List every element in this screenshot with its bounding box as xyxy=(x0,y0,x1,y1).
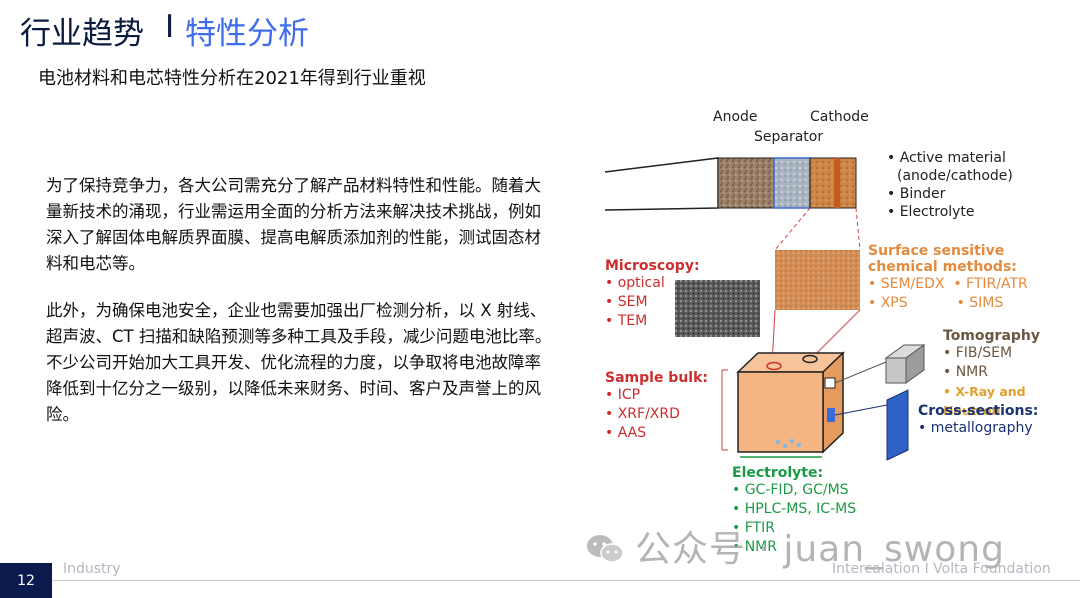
tomography-item: • NMR xyxy=(943,364,988,380)
surface-item: • SEM/EDX • FTIR/ATR xyxy=(868,276,1028,292)
cell-outline xyxy=(604,157,719,211)
microscopy-title: Microscopy: xyxy=(605,258,700,274)
surface-methods-group: Surface sensitive chemical methods: • SE… xyxy=(868,243,1028,313)
page-title: 行业趋势 xyxy=(20,16,144,52)
microscopy-item: • TEM xyxy=(605,313,648,329)
microscopy-item: • SEM xyxy=(605,294,648,310)
body-paragraph-1: 为了保持竞争力，各大公司需充分了解产品材料特性和性能。随着大量新技术的涌现，行业… xyxy=(46,176,541,273)
component-item: (anode/cathode) xyxy=(897,168,1013,184)
page-title-sub: 特性分析 xyxy=(185,16,309,52)
footer-right-text: Intercalation I Volta Foundation xyxy=(832,561,1051,577)
surface-texture-image xyxy=(775,250,860,310)
cathode-label: Cathode xyxy=(810,109,869,125)
page-subtitle: 电池材料和电芯特性分析在2021年得到行业重视 xyxy=(38,68,426,89)
component-item: • Active material xyxy=(887,150,1006,166)
electrolyte-item: • NMR xyxy=(732,539,777,555)
surface-title-1: Surface sensitive xyxy=(868,243,1005,259)
electrolyte-item: • FTIR xyxy=(732,520,775,536)
tomography-item: • FIB/SEM xyxy=(943,345,1013,361)
watermark: 公众号 · juan_swong xyxy=(585,520,1005,572)
battery-analysis-diagram xyxy=(604,157,926,461)
cross-sections-title: Cross-sections: xyxy=(918,403,1039,419)
sample-bulk-item: • AAS xyxy=(605,425,647,441)
footer-divider xyxy=(52,580,1080,581)
body-paragraph-2: 此外，为确保电池安全，企业也需要加强出厂检测分析，以 X 射线、超声波、CT 扫… xyxy=(46,301,552,424)
microscopy-item: • optical xyxy=(605,275,665,291)
footer-left-text: Industry xyxy=(63,561,121,577)
surface-title-2: chemical methods: xyxy=(868,259,1017,275)
component-item: • Binder xyxy=(887,186,946,202)
separator-label: Separator xyxy=(754,129,824,145)
tomography-group: Tomography • FIB/SEM • NMR • X-Ray and N… xyxy=(943,328,1080,420)
cross-sections-item: • metallography xyxy=(918,420,1033,436)
title-separator: I xyxy=(165,9,175,45)
electrolyte-title: Electrolyte: xyxy=(732,465,824,481)
cross-section-slab xyxy=(886,389,909,461)
surface-item: • XPS • SIMS xyxy=(868,295,1004,311)
cathode-layer xyxy=(809,157,857,209)
microscopy-image xyxy=(675,280,760,337)
component-item: • Electrolyte xyxy=(887,204,975,220)
tomography-title: Tomography xyxy=(943,328,1041,344)
microscopy-group: Microscopy: • optical • SEM • TEM xyxy=(605,258,700,331)
wechat-icon xyxy=(585,533,625,565)
separator-layer xyxy=(773,157,811,209)
electrolyte-group: Electrolyte: • GC-FID, GC/MS • HPLC-MS, … xyxy=(732,465,856,557)
tomography-item: • X-Ray and Neutron xyxy=(943,384,1026,418)
watermark-text: 公众号 · juan_swong xyxy=(635,529,1005,570)
electrolyte-item: • GC-FID, GC/MS xyxy=(732,482,849,498)
cross-sections-group: Cross-sections: • metallography xyxy=(918,403,1038,438)
sample-bulk-item: • XRF/XRD xyxy=(605,406,680,422)
cathode-collector xyxy=(834,158,840,208)
anode-layer xyxy=(717,157,775,209)
anode-label: Anode xyxy=(713,109,758,125)
electrolyte-item: • HPLC-MS, IC-MS xyxy=(732,501,857,517)
components-list: • Active material (anode/cathode) • Bind… xyxy=(887,149,1013,221)
tomography-box xyxy=(885,357,907,384)
sample-bulk-item: • ICP xyxy=(605,387,641,403)
sample-bulk-title: Sample bulk: xyxy=(605,370,709,386)
page-number: 12 xyxy=(0,563,52,598)
sample-cube-front xyxy=(737,371,824,453)
sample-bulk-group: Sample bulk: • ICP • XRF/XRD • AAS xyxy=(605,370,708,443)
